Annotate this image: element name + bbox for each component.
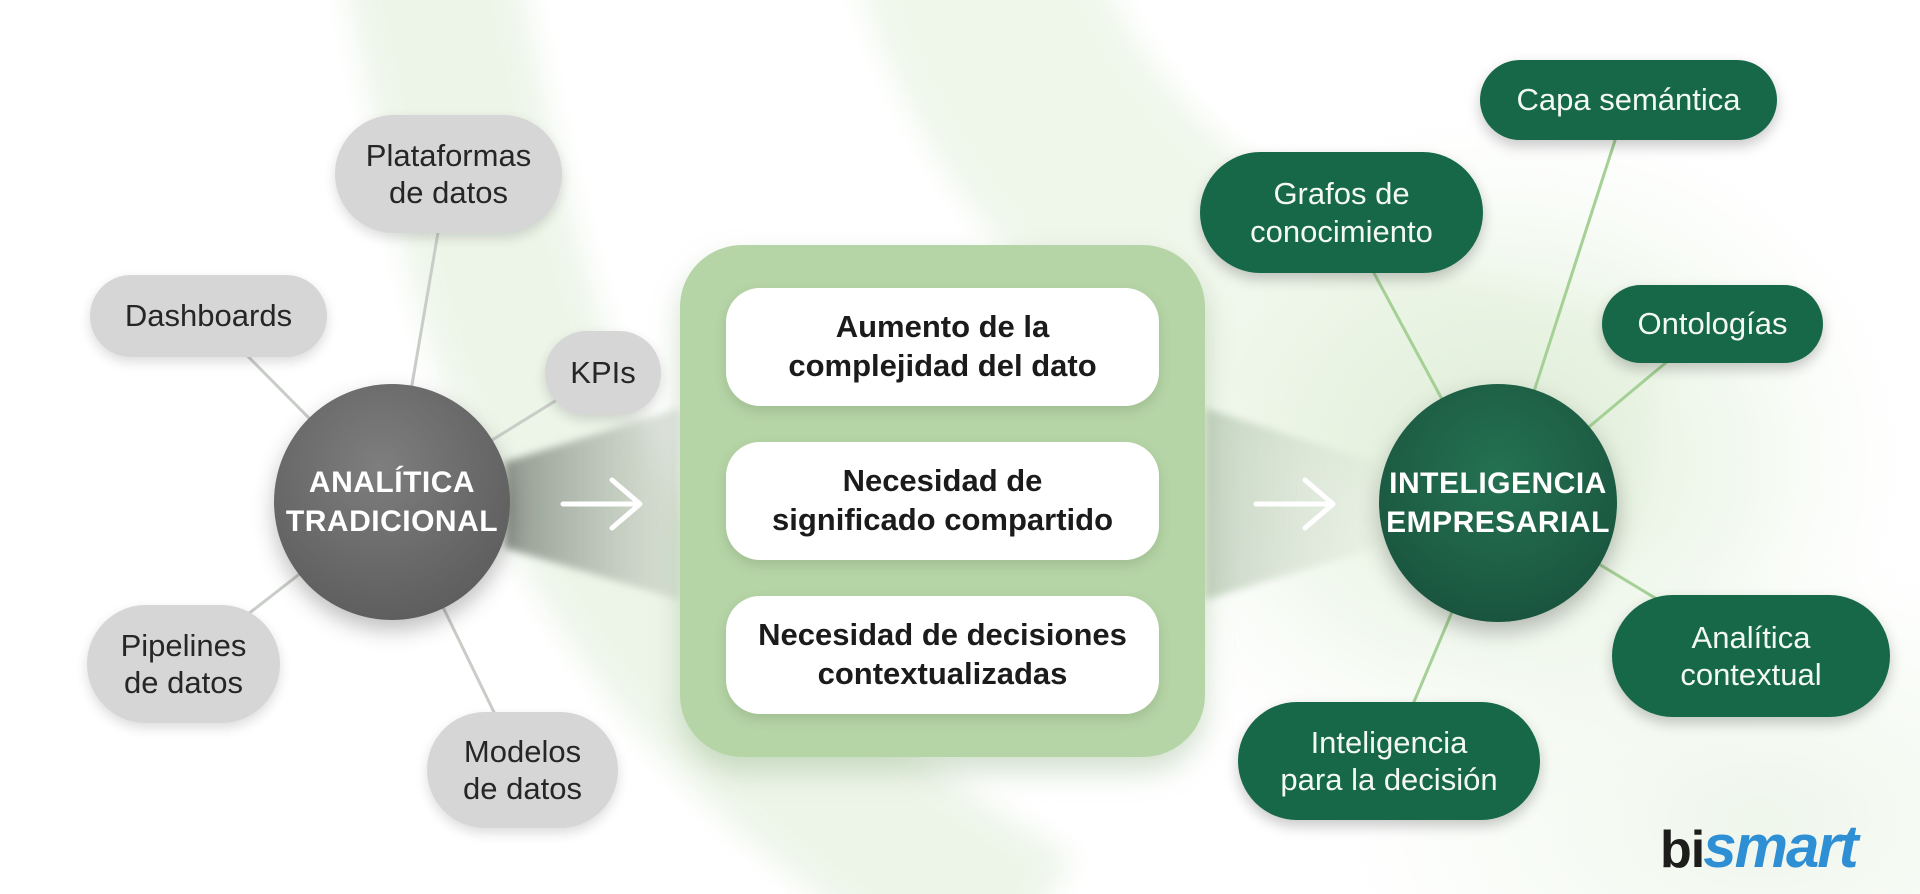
- bismart-logo: bi smart: [1660, 812, 1859, 881]
- flow-arrow-right-icon: [1253, 477, 1336, 531]
- bubble-grafos-de-conocimiento: Grafos de conocimiento: [1200, 152, 1483, 273]
- bubble-inteligencia-para-la-decision: Inteligencia para la decisión: [1238, 702, 1540, 820]
- bubble-ontologias: Ontologías: [1602, 285, 1823, 363]
- hub-analitica-tradicional: ANALÍTICA TRADICIONAL: [274, 384, 510, 620]
- logo-text-bi: bi: [1660, 821, 1705, 879]
- bubble-pipelines-de-datos: Pipelines de datos: [87, 605, 280, 723]
- challenge-card: Necesidad de decisiones contextualizadas: [726, 596, 1159, 714]
- bubble-plataformas-de-datos: Plataformas de datos: [335, 115, 562, 233]
- challenges-panel: Aumento de la complejidad del dato Neces…: [680, 245, 1205, 757]
- bubble-analitica-contextual: Analítica contextual: [1612, 595, 1890, 717]
- logo-text-smart: smart: [1703, 813, 1858, 880]
- bubble-capa-semantica: Capa semántica: [1480, 60, 1777, 140]
- bubble-kpis: KPIs: [545, 331, 661, 415]
- bubble-dashboards: Dashboards: [90, 275, 327, 357]
- challenge-card: Necesidad de significado compartido: [726, 442, 1159, 560]
- challenge-card: Aumento de la complejidad del dato: [726, 288, 1159, 406]
- hub-inteligencia-empresarial: INTELIGENCIA EMPRESARIAL: [1379, 384, 1617, 622]
- bubble-modelos-de-datos: Modelos de datos: [427, 712, 618, 828]
- flow-arrow-left-icon: [560, 477, 643, 531]
